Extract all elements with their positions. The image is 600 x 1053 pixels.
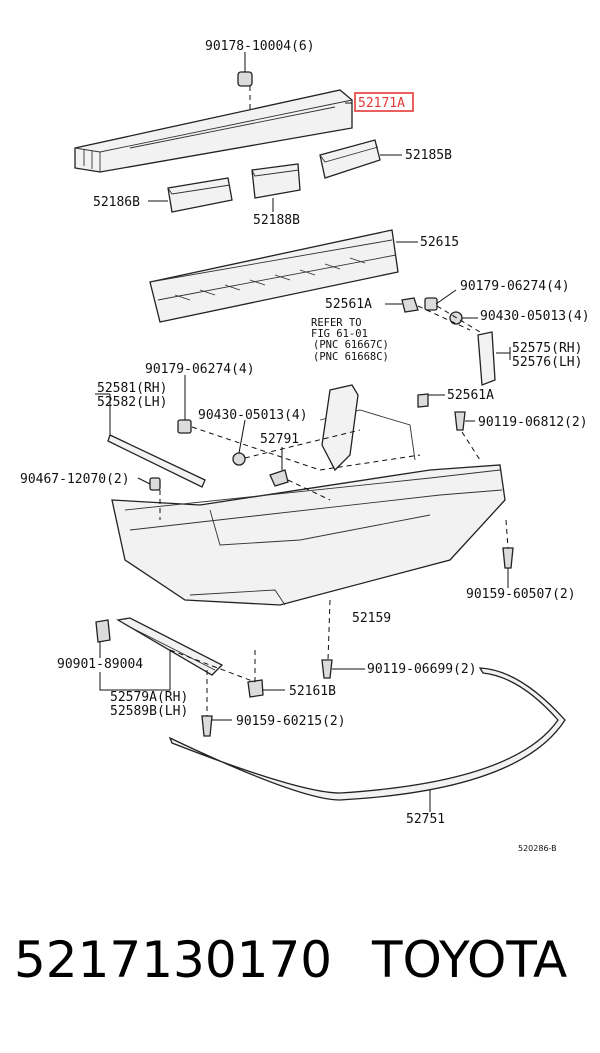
label-52576: 52576(LH) (512, 355, 582, 370)
splash-shield (321, 384, 359, 472)
label-90119-lower: 90119-06699(2) (367, 662, 477, 677)
label-52561A-mid: 52561A (447, 388, 494, 403)
side-retainer-52581 (107, 434, 206, 488)
bolt-90119-lower (321, 659, 333, 679)
label-90901: 90901-89004 (57, 657, 143, 672)
label-52575: 52575(RH) (512, 341, 582, 356)
refer-note-line-1: REFER TO (311, 317, 362, 329)
bumper-cover-52159 (111, 409, 506, 606)
label-90179-top: 90179-06274(4) (460, 279, 570, 294)
label-52615: 52615 (420, 235, 459, 250)
label-90159-right: 90159-60507(2) (466, 587, 576, 602)
assembly-dashes (159, 86, 509, 716)
retainer-52188B (251, 163, 301, 199)
nut-90179-top (424, 297, 438, 311)
footer-part-number: 5217130170 (14, 931, 333, 989)
nut-90178 (237, 71, 253, 87)
label-90159-lower: 90159-60215(2) (236, 714, 346, 729)
label-52161B: 52161B (289, 684, 336, 699)
pin-52791 (269, 469, 289, 487)
clip-90467 (149, 477, 161, 491)
clip-52561A-top (401, 297, 419, 313)
label-90179-mid: 90179-06274(4) (145, 362, 255, 377)
label-52159: 52159 (352, 611, 391, 626)
footer-brand: TOYOTA (372, 931, 568, 989)
clip-90901 (95, 619, 111, 643)
bumper-reinforcement (74, 89, 353, 173)
leader-lines (95, 52, 511, 812)
refer-note-line-3: (PNC 61667C) (313, 339, 389, 351)
bracket-52575 (477, 331, 496, 386)
bolt-90159-lower (201, 715, 213, 737)
label-52185B: 52185B (405, 148, 452, 163)
clip-52161B (247, 679, 264, 698)
moulding-52751 (168, 667, 566, 801)
lower-retainer-52579A (116, 617, 224, 676)
label-52751: 52751 (406, 812, 445, 827)
label-52186B: 52186B (93, 195, 140, 210)
retainer-52186B (167, 177, 233, 213)
highlight-box-52171A (354, 92, 414, 112)
label-52581: 52581(RH) (97, 381, 167, 396)
label-52579A: 52579A(RH) (110, 690, 188, 705)
label-90467: 90467-12070(2) (20, 472, 130, 487)
label-52188B: 52188B (253, 213, 300, 228)
label-52791: 52791 (260, 432, 299, 447)
nut-90179-mid (177, 419, 192, 434)
refer-note-line-4: (PNC 61668C) (313, 351, 389, 363)
label-52171A: 52171A (358, 96, 405, 111)
label-52589B: 52589B(LH) (110, 704, 188, 719)
label-90430-top: 90430-05013(4) (480, 309, 590, 324)
refer-note: REFER TO FIG 61-01 (PNC 61667C) (PNC 616… (311, 317, 389, 363)
energy-absorber-52615 (149, 229, 399, 323)
label-90430-mid: 90430-05013(4) (198, 408, 308, 423)
bolt-90119-upper (454, 411, 466, 431)
label-90119-upper: 90119-06812(2) (478, 415, 588, 430)
nut-90430-mid (232, 452, 246, 466)
label-52561A-top: 52561A (325, 297, 372, 312)
label-90178: 90178-10004(6) (205, 39, 315, 54)
diagram-code: 520286-B (518, 844, 557, 853)
clip-52561A-mid (417, 393, 429, 408)
label-52582: 52582(LH) (97, 395, 167, 410)
refer-note-line-2: FIG 61-01 (311, 328, 368, 340)
retainer-52185B (319, 139, 381, 179)
bolt-90159-right (502, 547, 514, 569)
